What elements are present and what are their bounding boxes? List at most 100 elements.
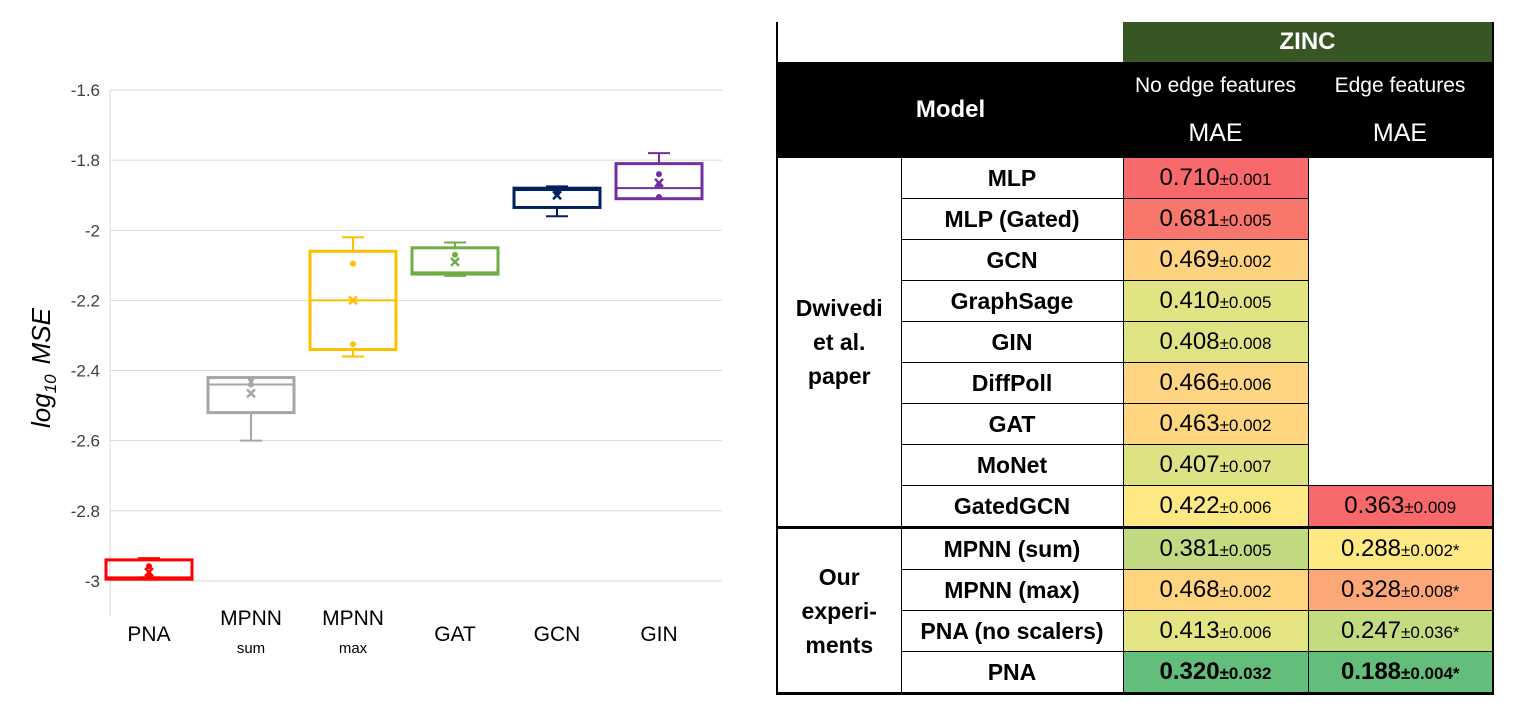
model-name: MLP [900,157,1124,199]
mae-value: 0.407±0.007 [1122,444,1309,486]
y-tick-label: -2.2 [71,291,100,310]
mae-std: ±0.036* [1401,623,1460,642]
y-tick-label: -2 [85,221,100,240]
mae-mean: 0.710 [1159,164,1220,191]
mae-value: 0.288±0.002* [1307,526,1494,570]
mae-value: 0.468±0.002 [1122,569,1309,611]
model-column-header: Model [777,62,1123,158]
x-tick-label: MPNN [220,607,282,630]
mae-value: 0.408±0.008 [1122,321,1309,363]
mae-std: ±0.032 [1219,664,1272,683]
mae-mean: 0.413 [1159,617,1220,644]
mae-value: 0.710±0.001 [1122,157,1309,199]
empty-cell [1307,157,1494,486]
outlier-point [656,171,662,178]
mae-value: 0.188±0.004* [1307,651,1494,695]
mae-std: ±0.005 [1219,293,1272,312]
box [410,246,500,276]
y-tick-label: -1.8 [71,151,100,170]
model-name: GraphSage [900,280,1124,322]
mae-value: 0.381±0.005 [1122,526,1309,570]
mae-mean: 0.410 [1159,287,1220,314]
outlier-point [656,193,662,200]
model-name: MoNet [900,444,1124,486]
mae-std: ±0.008* [1401,582,1460,601]
mean-marker [450,256,460,267]
x-tick-label: MPNN [322,607,384,630]
table-row: MLP (Gated)0.681±0.005 [777,198,1493,240]
mae-std: ±0.002* [1401,541,1460,560]
results-table-container: ZINC Model No edge features Edge feature… [776,22,1494,695]
mae-mean: 0.469 [1159,246,1220,273]
mae-value: 0.422±0.006 [1122,485,1309,528]
mae-value: 0.320±0.032 [1122,651,1309,695]
model-name: GatedGCN [900,485,1124,528]
model-name: MPNN (sum) [900,526,1124,570]
model-name: GCN [900,239,1124,281]
mae-std: ±0.005 [1219,211,1272,230]
mae-value: 0.463±0.002 [1122,403,1309,445]
table-row: GraphSage 0.410±0.005 [777,280,1493,322]
y-tick-label: -1.6 [71,81,100,100]
mae-std: ±0.001 [1219,170,1272,189]
column-header-row: Model No edge features Edge features [777,62,1493,158]
mae-mean: 0.381 [1159,535,1220,562]
x-tick-label: GIN [640,623,677,646]
mae-std: ±0.002 [1219,416,1272,435]
mae-std: ±0.008 [1219,334,1272,353]
x-tick-label: PNA [127,623,170,646]
outlier-point [350,260,356,267]
mean-marker [144,567,154,578]
mae-mean: 0.422 [1159,492,1220,519]
metric-header-row: MAE MAE [777,109,1493,158]
mae-header: MAE [1123,109,1308,158]
y-tick-label: -2.6 [71,432,100,451]
outlier-point [248,381,254,388]
mae-std: ±0.006 [1219,498,1272,517]
box [512,186,602,209]
model-name: GAT [900,403,1124,445]
x-tick-label: GAT [434,623,476,646]
model-name: MLP (Gated) [900,198,1124,240]
outlier-point [452,251,458,258]
dataset-header: ZINC [1123,22,1493,62]
mae-value: 0.328±0.008* [1307,569,1494,611]
no-edge-features-header: No edge features [1123,62,1308,109]
mae-value: 0.413±0.006 [1122,610,1309,652]
mae-value: 0.363±0.009 [1307,485,1494,528]
mae-std: ±0.007 [1219,457,1272,476]
mae-value: 0.469±0.002 [1122,239,1309,281]
mae-mean: 0.407 [1159,451,1220,478]
y-axis-label: log10MSE [26,307,60,428]
outlier-point [146,563,152,570]
mae-value: 0.681±0.005 [1122,198,1309,240]
x-tick-label: GCN [534,623,581,646]
mae-mean: 0.468 [1159,576,1220,603]
model-name: GIN [900,321,1124,363]
mae-std: ±0.005 [1219,541,1272,560]
mae-header: MAE [1308,109,1493,158]
x-tick-sublabel: max [339,640,368,657]
results-table: ZINC Model No edge features Edge feature… [776,22,1494,695]
outlier-point [146,574,152,581]
x-tick-sublabel: sum [237,640,265,657]
mean-marker [246,388,256,399]
outlier-point [248,376,254,383]
model-name: PNA (no scalers) [900,610,1124,652]
model-name: DiffPoll [900,362,1124,404]
mae-std: ±0.009 [1404,498,1457,517]
mean-marker [552,190,562,201]
mean-marker [348,295,358,306]
mae-std: ±0.006 [1219,375,1272,394]
mae-std: ±0.002 [1219,252,1272,271]
